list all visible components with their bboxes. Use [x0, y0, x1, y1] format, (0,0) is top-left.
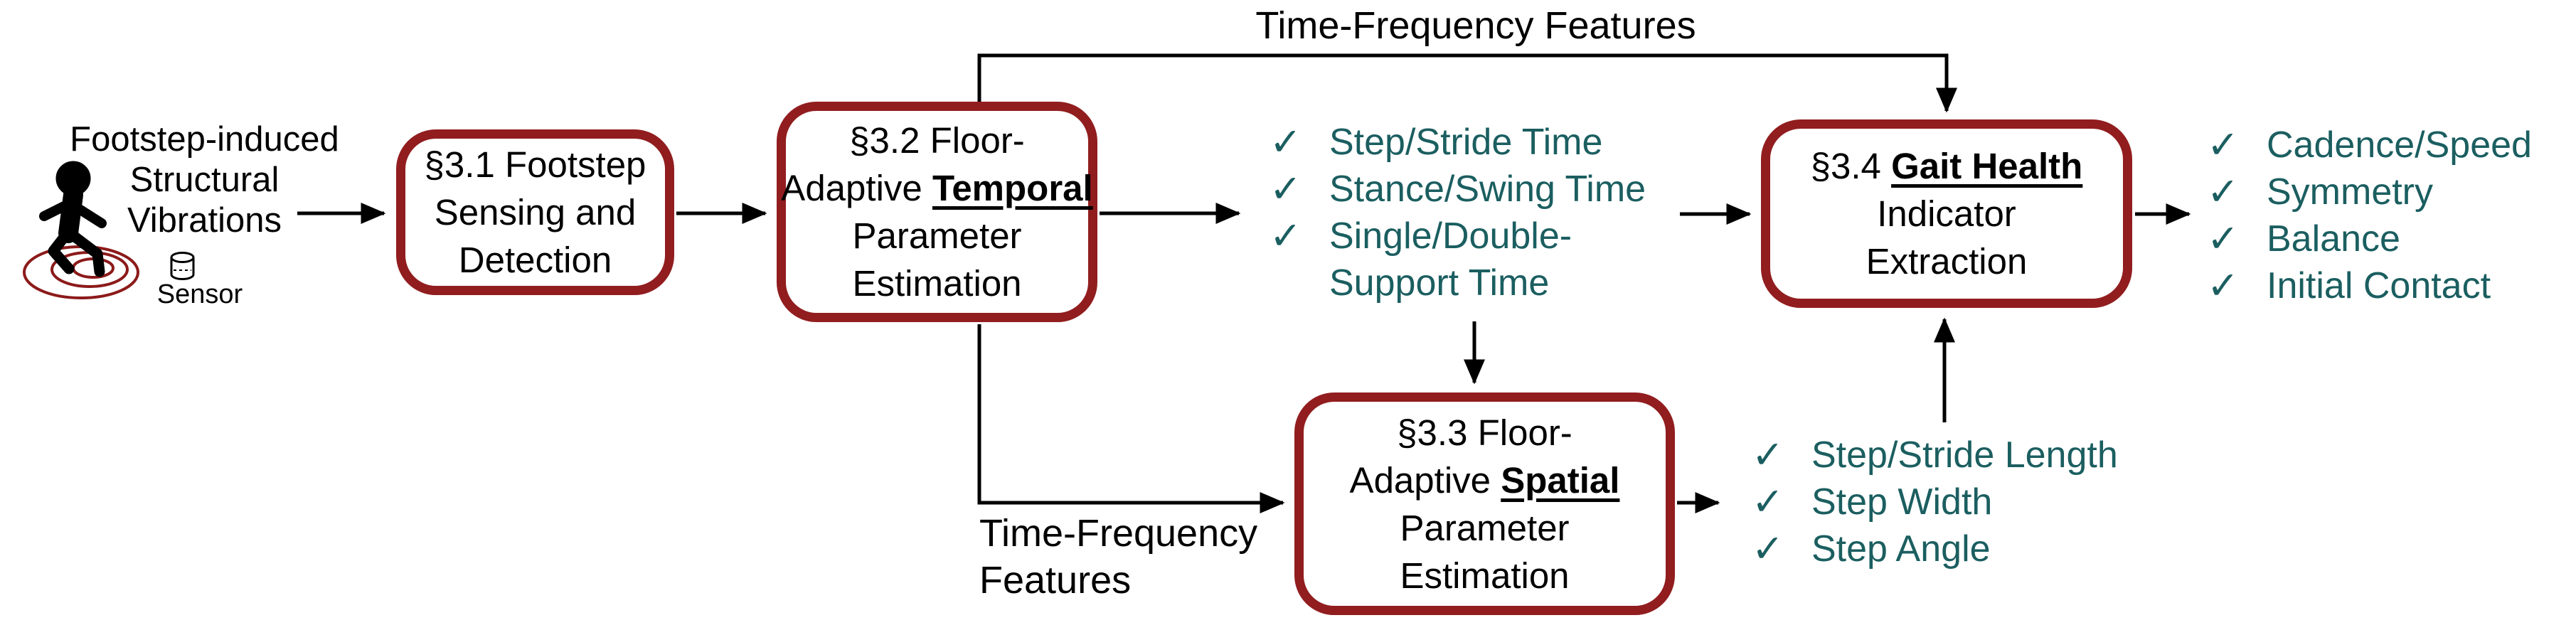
top-edge-label: Time-Frequency Features: [1255, 4, 1696, 47]
list-item-continuation: Support Time: [1270, 260, 1646, 306]
vibration-ripples-icon: [23, 245, 139, 299]
box-line: Indicator: [1877, 193, 2016, 234]
source-caption-line-3: Vibrations: [127, 201, 282, 240]
box-line-emphasis: Gait Health: [1891, 146, 2083, 186]
source-caption: Footstep-induced Structural Vibrations: [60, 119, 348, 241]
box-3-4-gait-health-extraction: §3.4 Gait Health Indicator Extraction: [1761, 119, 2132, 308]
bottom-edge-label: Time-Frequency Features: [979, 510, 1314, 604]
source-caption-line-1: Footstep-induced: [70, 120, 339, 159]
box-line-prefix: Adaptive: [1349, 459, 1501, 501]
box-line-emphasis: Temporal: [932, 168, 1093, 208]
check-icon: ✓: [2207, 265, 2240, 307]
box-line: §3.2 Floor-: [849, 120, 1025, 161]
sensor-label: Sensor: [156, 279, 243, 309]
list-item-label: Step/Stride Time: [1329, 122, 1603, 163]
list-item-label: Cadence/Speed: [2267, 124, 2532, 166]
box-3-2-temporal-estimation: §3.2 Floor- Adaptive Temporal Parameter …: [777, 102, 1097, 322]
check-icon: ✓: [1752, 481, 1784, 523]
check-icon: ✓: [2207, 218, 2240, 260]
check-icon: ✓: [2207, 124, 2240, 166]
list-item-label: Support Time: [1329, 262, 1550, 304]
sensor-icon: [170, 252, 195, 280]
check-icon: ✓: [1752, 528, 1784, 570]
box-line: Sensing and: [434, 192, 637, 233]
gait-outputs-list: ✓ Cadence/Speed ✓ Symmetry ✓ Balance ✓ Initi…: [2207, 122, 2532, 309]
list-item-label: Stance/Swing Time: [1329, 169, 1646, 210]
check-icon: ✓: [1270, 215, 1302, 257]
box-3-3-spatial-estimation: §3.3 Floor- Adaptive Spatial Parameter E…: [1294, 393, 1675, 615]
box-line: Estimation: [852, 263, 1022, 304]
list-item-label: Single/Double-: [1329, 215, 1572, 257]
box-line-emphasis: Spatial: [1501, 459, 1620, 501]
list-item: ✓ Single/Double-: [1270, 213, 1646, 260]
box-line-prefix: §3.4: [1810, 146, 1892, 186]
box-line: Parameter: [852, 215, 1022, 256]
temporal-outputs-list: ✓ Step/Stride Time ✓ Stance/Swing Time ✓ Si…: [1270, 119, 1646, 306]
box-line: §3.3 Floor-: [1397, 412, 1572, 453]
box-line: §3.1 Footstep: [424, 144, 646, 185]
box-line: Adaptive Temporal: [781, 164, 1092, 212]
bottom-edge-label-line-2: Features: [979, 559, 1132, 602]
list-item: ✓ Balance: [2207, 215, 2532, 262]
source-caption-line-2: Structural: [129, 161, 280, 199]
list-item-label: Initial Contact: [2267, 265, 2491, 306]
box-line: Adaptive Spatial: [1350, 457, 1620, 504]
list-item: ✓ Step/Stride Time: [1270, 119, 1646, 166]
list-item: ✓ Symmetry: [2207, 169, 2532, 215]
spatial-outputs-list: ✓ Step/Stride Length ✓ Step Width ✓ Step An…: [1752, 432, 2118, 572]
list-item-label: Symmetry: [2267, 171, 2433, 213]
list-item: ✓ Step Angle: [1752, 525, 2118, 572]
edge-time-frequency-bottom: [977, 324, 1285, 513]
check-icon: ✓: [1752, 434, 1784, 476]
list-item-label: Step/Stride Length: [1811, 434, 2118, 476]
box-line: Parameter: [1400, 507, 1570, 548]
edge-time-frequency-top: [977, 53, 1957, 113]
walking-person-icon: [39, 161, 107, 277]
box-line: Estimation: [1400, 555, 1570, 596]
list-item: ✓ Stance/Swing Time: [1270, 166, 1646, 213]
list-item-label: Balance: [2267, 218, 2400, 260]
list-item: ✓ Cadence/Speed: [2207, 122, 2532, 169]
list-item: ✓ Initial Contact: [2207, 262, 2532, 309]
list-item-label: Step Angle: [1811, 528, 1991, 570]
check-icon: ✓: [1270, 168, 1302, 210]
list-item: ✓ Step/Stride Length: [1752, 432, 2118, 479]
check-icon: ✓: [2207, 171, 2240, 213]
box-line: §3.4 Gait Health: [1811, 142, 2083, 190]
list-item-label: Step Width: [1811, 481, 1993, 523]
box-line-prefix: Adaptive: [781, 168, 932, 208]
box-line: Extraction: [1866, 241, 2028, 282]
check-icon: ✓: [1270, 121, 1302, 164]
list-item: ✓ Step Width: [1752, 479, 2118, 525]
box-3-1-footstep-sensing: §3.1 Footstep Sensing and Detection: [396, 129, 674, 295]
box-line: Detection: [458, 240, 612, 280]
bottom-edge-label-line-1: Time-Frequency: [979, 512, 1258, 555]
